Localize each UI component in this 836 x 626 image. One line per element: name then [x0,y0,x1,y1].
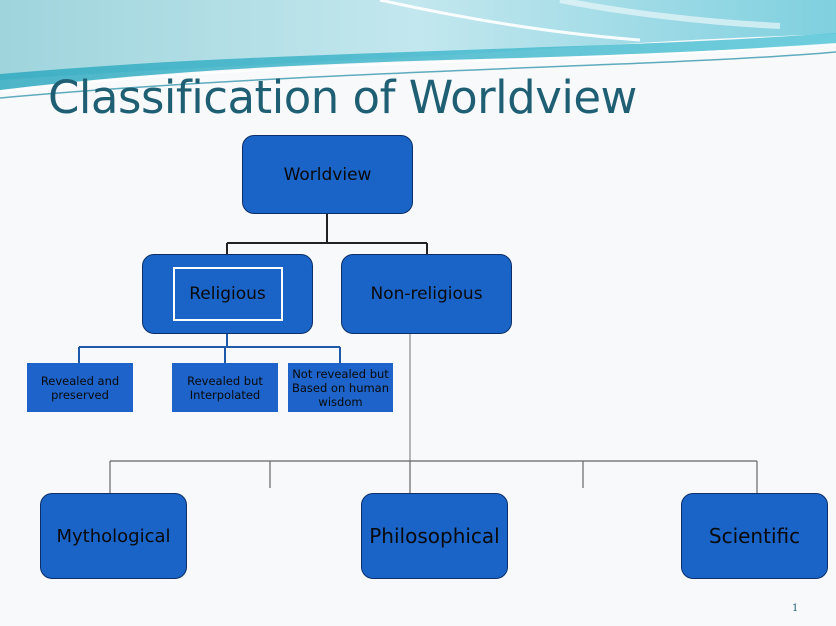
node-philosophical: Philosophical [361,493,508,579]
node-not-revealed-label: Not revealed but Based on human wisdom [291,366,390,409]
node-not-revealed: Not revealed but Based on human wisdom [288,363,393,412]
node-revealed-preserved-label: Revealed and preserved [40,373,120,402]
node-non-religious: Non-religious [341,254,512,334]
node-worldview-label: Worldview [283,164,372,185]
node-mythological-label: Mythological [56,525,171,547]
header-banner [0,0,836,99]
node-religious-highlight-frame: Religious [172,267,283,321]
node-non-religious-label: Non-religious [370,284,483,304]
node-scientific: Scientific [681,493,828,579]
node-worldview: Worldview [242,135,413,214]
node-philosophical-label: Philosophical [369,524,500,548]
node-revealed-interpolated: Revealed but Interpolated [172,363,278,412]
node-mythological: Mythological [40,493,187,579]
node-scientific-label: Scientific [708,524,801,548]
page-number: 1 [792,603,799,614]
node-revealed-interpolated-label: Revealed but Interpolated [187,373,263,402]
slide-title: Classification of Worldview [48,71,637,124]
node-revealed-preserved: Revealed and preserved [27,363,133,412]
node-religious-label: Religious [189,284,266,304]
node-religious: Religious [142,254,313,334]
